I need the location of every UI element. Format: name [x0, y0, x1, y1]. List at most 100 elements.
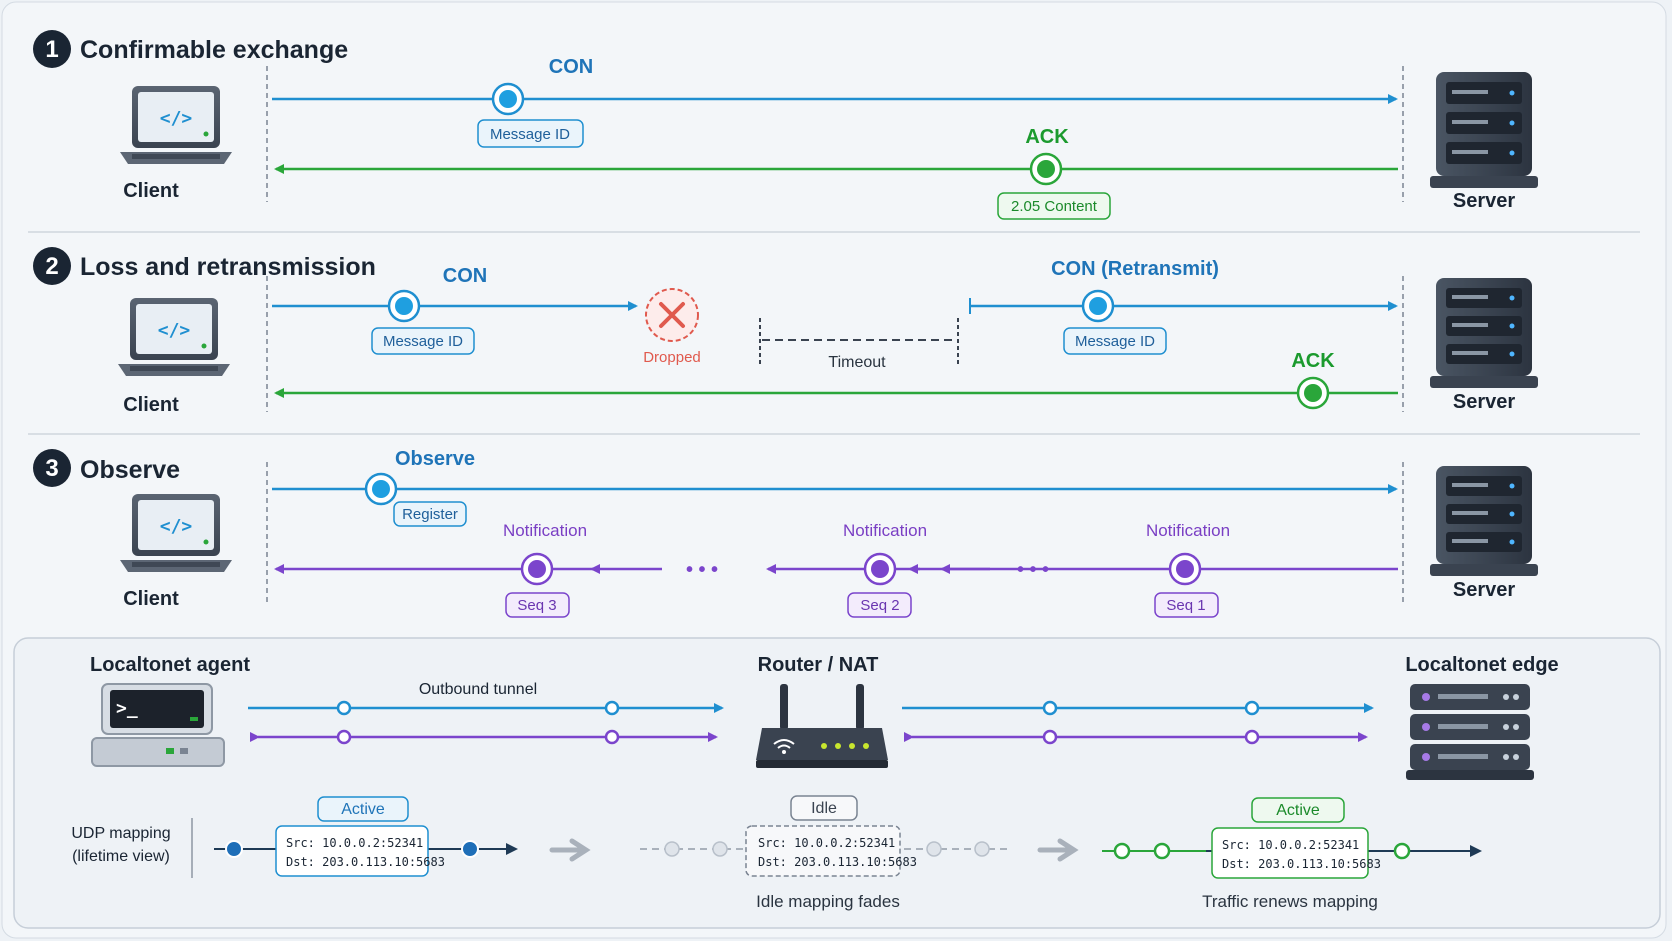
- udp-state-3-box: [1211, 827, 1369, 879]
- svg-text:</>: </>: [160, 108, 193, 129]
- notification-seq1-pill: [1154, 592, 1219, 618]
- section-1-number: 1: [45, 36, 58, 63]
- tunnel-blue-dot-2: [604, 700, 620, 716]
- server-rack-icon: [1430, 466, 1538, 576]
- section-1-content-pill: [997, 192, 1111, 220]
- client-laptop-icon: </>: [120, 86, 232, 164]
- client-laptop-icon: </>: [120, 494, 232, 572]
- section-2-con-marker-dot: [395, 297, 413, 315]
- udp-state-1-box: [275, 825, 429, 877]
- section-2-message-id-text: Message ID: [383, 333, 463, 350]
- udp-idle-dot-3: [926, 841, 942, 857]
- section-2-ack-label: ACK: [1291, 350, 1335, 372]
- section-1-con-label: CON: [549, 56, 593, 78]
- udp-state-2-status: Idle: [811, 800, 837, 817]
- section-2-retransmit-pill: [1063, 327, 1167, 355]
- udp-idle-dot-2: [712, 841, 728, 857]
- section-2-con-label: CON: [443, 265, 487, 287]
- terminal-computer-icon: >_: [91, 683, 225, 767]
- section-1-server-label: Server: [1453, 190, 1515, 212]
- udp-state-3-badge: [1251, 797, 1345, 823]
- notification-seq3-label: Notification: [503, 521, 587, 540]
- udp-state-1-src: Src: 10.0.0.2:52341: [286, 836, 423, 850]
- timeout-bracket: [759, 318, 959, 364]
- udp-state-3-dst: Dst: 203.0.113.10:5683: [1222, 857, 1381, 871]
- section-2-number: 2: [45, 253, 58, 280]
- udp-state-1-dst: Dst: 203.0.113.10:5683: [286, 855, 445, 869]
- section-2-retransmit-pill-text: Message ID: [1075, 333, 1155, 350]
- notification-seq1-marker-dot: [1176, 560, 1194, 578]
- notification-seq1-label: Notification: [1146, 521, 1230, 540]
- section-1: 1 Confirmable exchange </> Client Server…: [33, 30, 1538, 220]
- outbound-tunnel-label: Outbound tunnel: [419, 681, 537, 698]
- tunnel-purple-dot-1: [336, 729, 352, 745]
- udp-state-2-badge: [790, 795, 858, 821]
- section-2-client-label: Client: [123, 394, 179, 416]
- udp-state-2-box: [745, 825, 901, 877]
- udp-active-dot-1a: [225, 840, 243, 858]
- notification-ellipsis-2: • • •: [686, 559, 718, 581]
- tunnel-panel: [13, 637, 1661, 929]
- section-2-number-badge: [33, 247, 71, 285]
- udp-state-3-src: Src: 10.0.0.2:52341: [1222, 838, 1359, 852]
- router-label: Router / NAT: [758, 654, 879, 676]
- udp-renew-dot-1: [1113, 842, 1131, 860]
- svg-text:>_: >_: [116, 698, 138, 719]
- udp-state-2-dst: Dst: 203.0.113.10:5683: [758, 855, 917, 869]
- udp-state-3-status: Active: [1276, 802, 1320, 819]
- server-stack-icon: [1406, 684, 1534, 780]
- server-rack-icon: [1430, 72, 1538, 188]
- udp-transition-arrow-1: [549, 838, 591, 862]
- tunnel-blue-dot-1: [336, 700, 352, 716]
- svg-text:</>: </>: [160, 516, 193, 537]
- section-3-number: 3: [45, 455, 58, 482]
- section-2-title: Loss and retransmission: [80, 253, 376, 281]
- section-1-title: Confirmable exchange: [80, 36, 348, 64]
- section-1-ack-label: ACK: [1025, 126, 1069, 148]
- section-1-message-id-text: Message ID: [490, 126, 570, 143]
- tunnel-purple-dot-3: [1042, 729, 1058, 745]
- section-1-client-label: Client: [123, 180, 179, 202]
- udp-state-1-badge: [317, 796, 409, 822]
- section-1-ack-marker-dot: [1037, 160, 1055, 178]
- notification-seq2-pill: [847, 592, 912, 618]
- notification-ellipsis-1: • • •: [1017, 559, 1049, 581]
- edge-label: Localtonet edge: [1405, 654, 1558, 676]
- udp-renew-dot-3: [1393, 842, 1411, 860]
- udp-state-2-src: Src: 10.0.0.2:52341: [758, 836, 895, 850]
- udp-mapping-title-1: UDP mapping: [71, 825, 170, 842]
- dropped-x-icon: [645, 288, 699, 342]
- agent-label: Localtonet agent: [90, 654, 250, 676]
- tunnel-blue-dot-3: [1042, 700, 1058, 716]
- tunnel-purple-dot-4: [1244, 729, 1260, 745]
- notification-seq1-pill-text: Seq 1: [1166, 597, 1205, 614]
- udp-renew-dot-2: [1153, 842, 1171, 860]
- section-2: 2 Loss and retransmission </> Client Ser…: [33, 247, 1538, 416]
- tunnel-blue-dot-4: [1244, 700, 1260, 716]
- wifi-router-icon: [756, 684, 888, 768]
- section-1-content-text: 2.05 Content: [1011, 198, 1098, 215]
- dropped-label: Dropped: [643, 349, 701, 366]
- notification-seq3-pill-text: Seq 3: [517, 597, 556, 614]
- tunnel-purple-dot-2: [604, 729, 620, 745]
- section-2-retransmit-marker-dot: [1089, 297, 1107, 315]
- notification-seq2-pill-text: Seq 2: [860, 597, 899, 614]
- section-3: 3 Observe </> Client Server Observe: [33, 448, 1538, 618]
- section-3-observe-label: Observe: [395, 448, 475, 470]
- tunnel-section: Localtonet agent Router / NAT Localtonet…: [13, 637, 1661, 929]
- section-3-server-label: Server: [1453, 579, 1515, 601]
- section-2-ack-marker-dot: [1304, 384, 1322, 402]
- section-1-number-badge: [33, 30, 71, 68]
- section-3-number-badge: [33, 449, 71, 487]
- notification-seq2-label: Notification: [843, 521, 927, 540]
- udp-idle-dot-1: [664, 841, 680, 857]
- udp-state-1-status: Active: [341, 801, 385, 818]
- udp-idle-dot-4: [974, 841, 990, 857]
- section-3-client-label: Client: [123, 588, 179, 610]
- udp-mapping-title-2: (lifetime view): [72, 848, 170, 865]
- timeout-label: Timeout: [828, 354, 886, 371]
- udp-transition-arrow-2: [1037, 838, 1079, 862]
- udp-active-dot-1b: [461, 840, 479, 858]
